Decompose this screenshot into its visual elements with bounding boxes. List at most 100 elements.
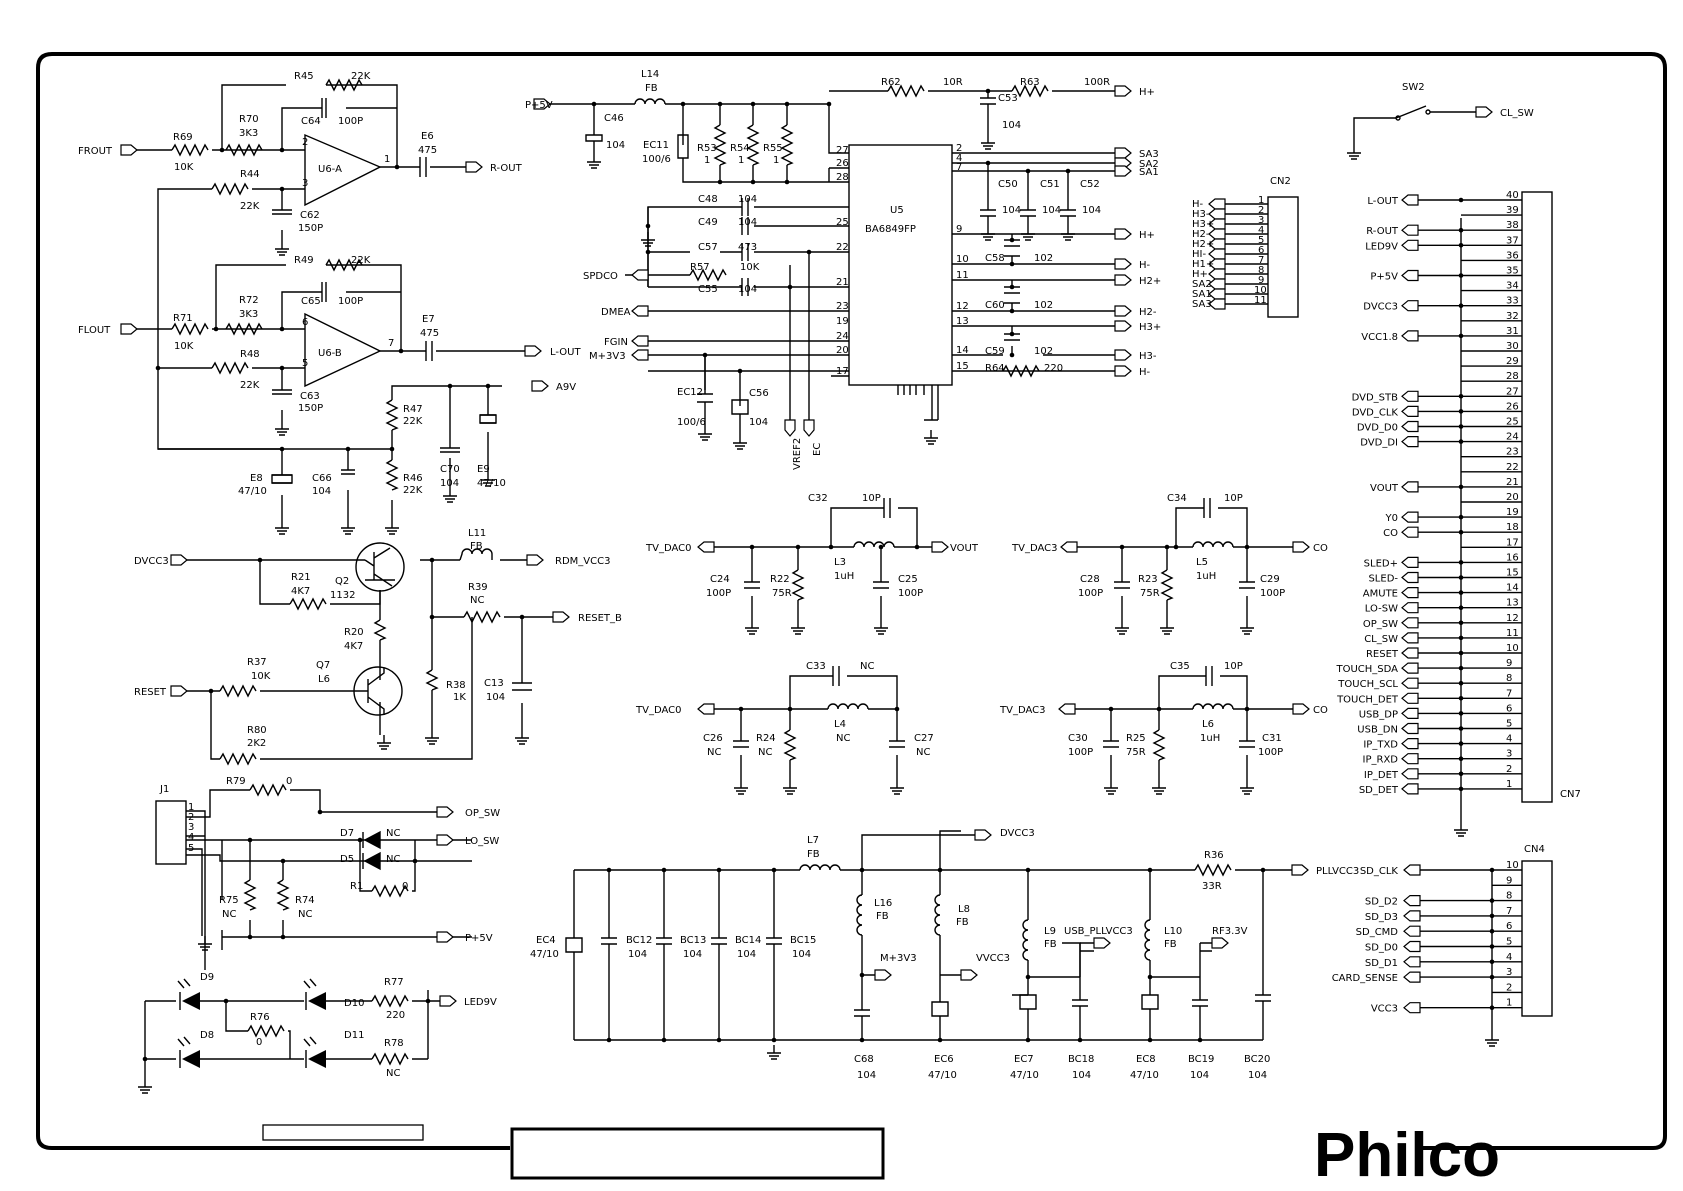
svg-text:L14: L14 — [641, 69, 659, 80]
title-block-box — [510, 1127, 885, 1180]
svg-text:10P: 10P — [1224, 661, 1243, 672]
svg-text:VVCC3: VVCC3 — [976, 953, 1010, 964]
svg-text:47/10: 47/10 — [477, 478, 506, 489]
svg-text:22: 22 — [836, 242, 849, 253]
svg-text:1uH: 1uH — [1200, 733, 1220, 744]
cn7-pin-number: 6 — [1506, 703, 1512, 714]
reset-section — [170, 542, 570, 766]
svg-text:L10: L10 — [1164, 926, 1182, 937]
svg-text:C31: C31 — [1262, 733, 1282, 744]
a9v-port: A9V — [556, 382, 576, 393]
svg-text:L11: L11 — [468, 528, 486, 539]
svg-text:23: 23 — [836, 301, 849, 312]
cn4-pin-number: 3 — [1506, 967, 1512, 978]
svg-text:C28: C28 — [1080, 574, 1100, 585]
svg-text:4: 4 — [956, 153, 962, 164]
svg-text:PLLVCC3: PLLVCC3 — [1316, 866, 1359, 877]
svg-text:L9: L9 — [1044, 926, 1056, 937]
svg-text:R48: R48 — [240, 349, 260, 360]
svg-text:RESET: RESET — [134, 687, 167, 698]
cn7-pin-number: 40 — [1506, 190, 1519, 201]
svg-text:6: 6 — [1258, 245, 1264, 256]
svg-text:4K7: 4K7 — [344, 641, 363, 652]
cn7-pin-number: 34 — [1506, 281, 1519, 292]
svg-text:26: 26 — [836, 158, 849, 169]
svg-text:1: 1 — [738, 155, 744, 166]
svg-text:R38: R38 — [446, 680, 466, 691]
svg-text:R72: R72 — [239, 295, 259, 306]
svg-text:2: 2 — [956, 143, 962, 154]
svg-text:H2+: H2+ — [1139, 276, 1161, 287]
cn7-signal-label: DVD_STB — [1352, 392, 1399, 403]
svg-text:C53: C53 — [998, 93, 1018, 104]
svg-text:C63: C63 — [300, 391, 320, 402]
svg-text:C52: C52 — [1080, 179, 1100, 190]
cn7-signal-label: P+5V — [1370, 272, 1398, 283]
cn7-pin-number: 38 — [1506, 220, 1519, 231]
svg-text:R54: R54 — [730, 143, 750, 154]
svg-text:NC: NC — [298, 909, 312, 920]
svg-text:DVCC3: DVCC3 — [1000, 828, 1035, 839]
svg-text:14: 14 — [956, 345, 969, 356]
svg-text:104: 104 — [628, 949, 647, 960]
svg-text:10K: 10K — [251, 671, 271, 682]
svg-text:EC12: EC12 — [677, 387, 703, 398]
svg-text:H-: H- — [1139, 367, 1151, 378]
cn4-signal-label: SD_D1 — [1365, 958, 1398, 969]
svg-text:H3-: H3- — [1192, 209, 1210, 220]
svg-text:4: 4 — [1258, 225, 1264, 236]
svg-text:LO_SW: LO_SW — [465, 836, 499, 847]
svg-text:R24: R24 — [756, 733, 776, 744]
svg-text:104: 104 — [1082, 205, 1101, 216]
svg-text:C25: C25 — [898, 574, 918, 585]
svg-text:FB: FB — [470, 541, 483, 552]
svg-text:C57: C57 — [698, 242, 718, 253]
svg-text:NC: NC — [916, 747, 930, 758]
svg-text:104: 104 — [738, 217, 757, 228]
svg-text:100P: 100P — [1068, 747, 1093, 758]
svg-text:104: 104 — [1002, 120, 1021, 131]
svg-text:R79: R79 — [226, 776, 246, 787]
cn7-signal-label: LED9V — [1365, 241, 1398, 252]
svg-text:BC20: BC20 — [1244, 1054, 1270, 1065]
svg-text:C55: C55 — [698, 284, 718, 295]
svg-text:H+: H+ — [1192, 269, 1208, 280]
cn4-signal-label: SD_D0 — [1365, 943, 1398, 954]
svg-text:SW2: SW2 — [1402, 82, 1425, 93]
u5-body — [848, 144, 953, 386]
cn7-signal-label: DVD_CLK — [1352, 407, 1399, 418]
svg-text:J1: J1 — [159, 784, 169, 795]
svg-text:102: 102 — [1034, 300, 1053, 311]
svg-text:BC12: BC12 — [626, 935, 652, 946]
svg-text:SA2: SA2 — [1139, 159, 1159, 170]
svg-text:C66: C66 — [312, 473, 332, 484]
svg-text:7: 7 — [956, 162, 962, 173]
svg-text:EC8: EC8 — [1136, 1054, 1156, 1065]
cn7-pin-number: 36 — [1506, 250, 1519, 261]
svg-text:C59: C59 — [985, 346, 1005, 357]
cn7-signal-label: TOUCH_SCL — [1337, 679, 1398, 690]
svg-text:SA1: SA1 — [1192, 289, 1212, 300]
svg-text:220: 220 — [1044, 363, 1063, 374]
svg-text:BC13: BC13 — [680, 935, 706, 946]
svg-text:DMEA: DMEA — [601, 307, 631, 318]
svg-text:C30: C30 — [1068, 733, 1088, 744]
svg-text:0: 0 — [286, 776, 292, 787]
svg-text:1: 1 — [1258, 195, 1264, 206]
svg-text:5: 5 — [302, 358, 308, 369]
cn7-pin-number: 26 — [1506, 401, 1519, 412]
svg-text:104: 104 — [792, 949, 811, 960]
cn4-pin-number: 4 — [1506, 952, 1512, 963]
svg-text:VOUT: VOUT — [950, 543, 979, 554]
svg-text:R75: R75 — [219, 895, 239, 906]
svg-text:475: 475 — [418, 145, 437, 156]
cn7-pin-number: 16 — [1506, 552, 1519, 563]
svg-text:BC18: BC18 — [1068, 1054, 1094, 1065]
svg-text:R77: R77 — [384, 977, 404, 988]
svg-text:NC: NC — [222, 909, 236, 920]
svg-text:47/10: 47/10 — [928, 1070, 957, 1081]
cn7-pin-number: 2 — [1506, 764, 1512, 775]
svg-text:H3+: H3+ — [1139, 322, 1161, 333]
svg-text:R76: R76 — [250, 1012, 270, 1023]
